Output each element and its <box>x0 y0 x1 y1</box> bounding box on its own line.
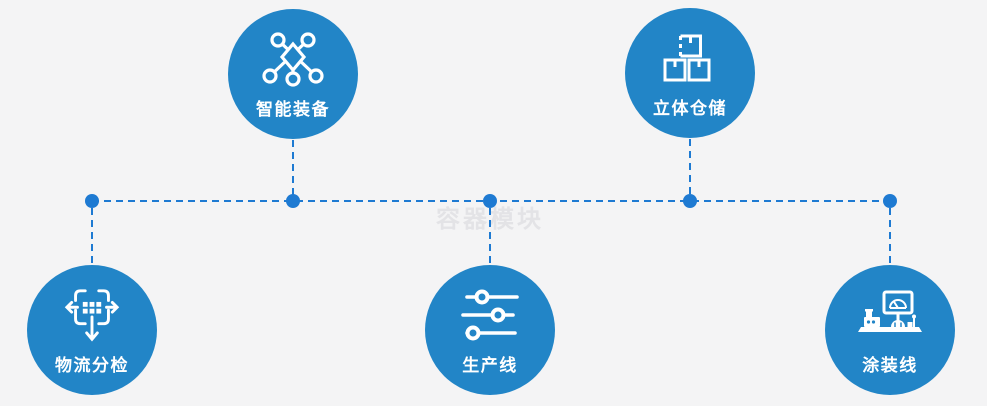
node-label: 生产线 <box>462 356 518 375</box>
junction-dot <box>286 194 300 208</box>
junction-dot <box>483 194 497 208</box>
junction-dot <box>683 194 697 208</box>
node-smart-equipment: 智能装备 <box>228 9 358 139</box>
node-painting-line: 涂装线 <box>825 265 955 395</box>
node-warehouse: 立体仓储 <box>625 8 755 138</box>
node-production-line: 生产线 <box>425 265 555 395</box>
stacked-boxes-icon <box>663 29 717 87</box>
watermark-text: 容器模块 <box>436 206 544 233</box>
junction-dot <box>85 194 99 208</box>
node-label: 智能装备 <box>256 100 330 119</box>
network-nodes-icon <box>261 30 325 88</box>
node-logistics-sorting: 物流分检 <box>27 265 157 395</box>
node-label: 物流分检 <box>55 356 129 375</box>
sorting-dispatch-icon <box>62 286 122 344</box>
sliders-icon <box>459 286 521 344</box>
node-label: 立体仓储 <box>653 99 727 118</box>
node-label: 涂装线 <box>862 356 918 375</box>
junction-dot <box>883 194 897 208</box>
painting-machine-icon <box>852 286 928 344</box>
